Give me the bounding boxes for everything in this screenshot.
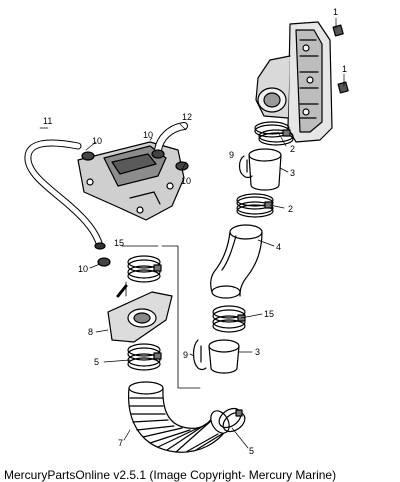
hose-clamp xyxy=(218,407,246,433)
callout-label: 5 xyxy=(94,357,99,367)
hose-clamp xyxy=(212,305,246,333)
hose-clamp xyxy=(236,193,274,218)
callout-label: 1 xyxy=(333,7,338,17)
hose-clamp xyxy=(81,149,189,267)
clip xyxy=(192,339,207,371)
hose-clamp xyxy=(127,343,162,371)
callout-label: 2 xyxy=(290,144,295,154)
exhaust-elbow xyxy=(255,21,333,143)
callout-label: 12 xyxy=(182,112,192,122)
hose xyxy=(154,122,188,154)
flapper-plate xyxy=(77,141,185,221)
copyright-caption: MercuryPartsOnline v2.5.1 (Image Copyrig… xyxy=(4,468,337,482)
callout-numbers: 1 1 2 3 2 4 15 3 9 12 10 10 11 10 9 15 1… xyxy=(43,7,347,456)
callout-label: 2 xyxy=(288,204,293,214)
callout-label: 9 xyxy=(229,150,234,160)
callout-label: 4 xyxy=(276,242,281,252)
callout-label: 1 xyxy=(342,64,347,74)
callout-label: 10 xyxy=(181,176,191,186)
sleeve xyxy=(248,148,282,191)
callout-label: 3 xyxy=(255,347,260,357)
callout-label: 3 xyxy=(290,168,295,178)
exhaust-pipe xyxy=(210,224,263,299)
bracket xyxy=(107,284,173,343)
callout-label: 11 xyxy=(43,116,52,126)
callout-label: 5 xyxy=(249,446,254,456)
leader-lines xyxy=(39,17,345,449)
callout-label: 10 xyxy=(143,130,153,140)
callout-label: 10 xyxy=(92,136,102,146)
callout-label: 10 xyxy=(78,264,88,274)
callout-label: 7 xyxy=(118,438,123,448)
hose-clamp xyxy=(254,121,294,146)
callout-label: 15 xyxy=(114,238,124,248)
water-hose xyxy=(24,139,106,250)
callout-label: 9 xyxy=(183,350,188,360)
callout-label: 15 xyxy=(264,309,274,319)
plug xyxy=(332,24,349,94)
hose-clamp xyxy=(127,255,162,283)
callout-label: 8 xyxy=(88,327,93,337)
bellows xyxy=(128,381,230,453)
sleeve xyxy=(208,339,240,374)
assembly-guide-lines xyxy=(125,245,201,389)
clip xyxy=(238,155,253,179)
